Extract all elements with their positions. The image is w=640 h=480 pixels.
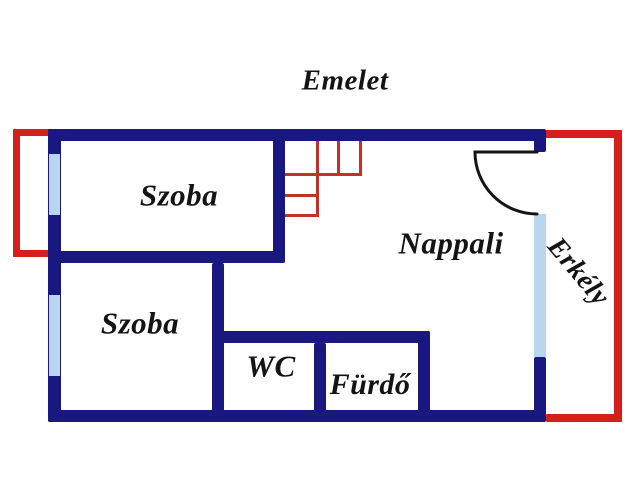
left-balcony-wall-top: [13, 129, 52, 136]
window-szoba-bottom: [49, 295, 60, 376]
stairs-tread-line: [285, 173, 362, 176]
wall-wc-furdo-divider: [314, 343, 326, 415]
wall-szoba-divider: [48, 251, 285, 263]
right-balcony-wall-side: [614, 130, 622, 422]
room-label-szoba-bottom: Szoba: [100, 305, 180, 341]
stairs-tread-line: [337, 141, 340, 176]
window-szoba-top: [49, 154, 60, 215]
left-balcony-wall-bottom: [13, 250, 53, 257]
stairs-tread-line: [316, 173, 319, 217]
stairs-tread-line: [316, 141, 319, 176]
right-balcony-wall-top: [543, 130, 622, 138]
window-nappali-balcony: [534, 214, 546, 357]
stairs-tread-line: [285, 194, 319, 197]
wall-wc-top: [212, 331, 430, 343]
wall-right-lower: [534, 357, 546, 422]
room-label-wc: WC: [246, 348, 296, 384]
stairs-tread-line: [359, 141, 362, 176]
wall-top: [48, 129, 543, 141]
wall-furdo-right: [418, 331, 430, 415]
right-balcony-wall-bottom: [546, 414, 622, 422]
room-label-furdo: Fürdő: [329, 368, 411, 401]
page-title: Emelet: [301, 64, 389, 97]
room-label-szoba-top: Szoba: [139, 177, 219, 213]
wall-stairwell: [273, 129, 285, 263]
wall-right-door-stub: [534, 129, 546, 152]
left-balcony-wall-side: [13, 129, 20, 257]
stairs-tread-line: [285, 214, 319, 217]
room-label-nappali: Nappali: [398, 225, 504, 261]
